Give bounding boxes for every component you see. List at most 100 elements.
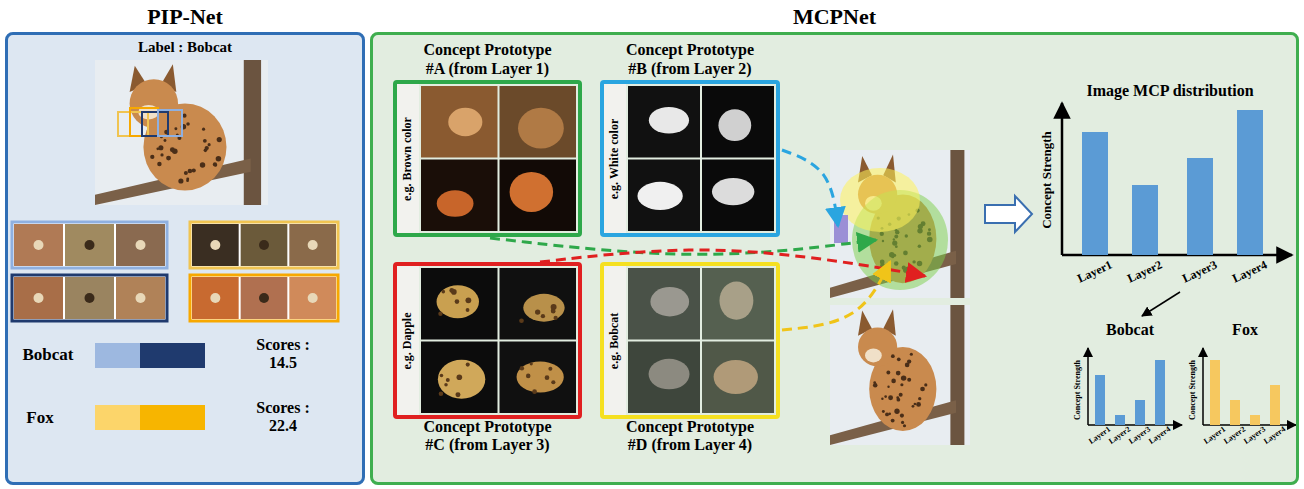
prototype-region — [714, 360, 758, 394]
cat-spot — [900, 414, 904, 418]
prototype-image — [702, 268, 774, 340]
image-patch — [14, 277, 63, 319]
tree-trunk — [950, 150, 964, 298]
prototype-region — [437, 285, 479, 318]
cat-spot — [213, 162, 217, 166]
prototype-spot — [526, 374, 531, 379]
patch-detail — [210, 240, 220, 250]
cat-spot — [214, 163, 217, 166]
chart-bar — [1155, 360, 1165, 425]
panel-ground — [370, 32, 1299, 485]
class-name: Bobcat — [23, 346, 74, 365]
chart-axis — [1061, 103, 1064, 255]
patch-box — [158, 110, 182, 136]
cat-spot — [873, 383, 878, 388]
cat-head — [858, 327, 897, 366]
prototype-region — [437, 190, 474, 216]
cat-spot — [216, 156, 222, 162]
chart-bar — [1250, 415, 1260, 425]
prototype-image — [421, 268, 498, 340]
panel-title: PIP-Net — [8, 4, 362, 29]
prototype-region — [438, 360, 485, 399]
prototype-spot — [465, 297, 471, 303]
cat-spot — [916, 402, 921, 407]
prototype-heading: Concept Prototype #A (from Layer 1) — [417, 41, 559, 78]
prototype-spot — [446, 378, 450, 382]
cat-spot — [184, 171, 188, 175]
chart-title: Bobcat — [1106, 321, 1154, 339]
prototype-spot — [548, 367, 552, 371]
image-patch — [289, 277, 336, 319]
patch-detail — [259, 240, 269, 250]
chart-title: Fox — [1232, 321, 1258, 339]
prototype-spot — [444, 383, 448, 387]
prototype-spot — [532, 389, 537, 394]
prototype-spot — [466, 363, 470, 367]
cat-spot — [924, 383, 927, 386]
prototype-region — [523, 294, 564, 322]
prototype-heading: Concept Prototype #D (from Layer 4) — [619, 418, 761, 455]
label-strip — [397, 266, 419, 415]
chart-bar — [1132, 185, 1158, 255]
prototype-spot — [553, 316, 557, 320]
patch-border — [12, 222, 167, 268]
prototype-image — [628, 342, 700, 414]
prototype-region — [712, 178, 754, 205]
prototype-image — [628, 160, 700, 232]
panel-box: PIP-Net — [5, 32, 365, 485]
prototype-heading: Concept Prototype #C (from Layer 3) — [417, 418, 559, 455]
cat-spot — [920, 387, 925, 392]
prototype-spot — [438, 312, 442, 316]
cat-spot — [912, 405, 915, 408]
cat-spot — [217, 137, 222, 142]
prototype-region — [637, 182, 682, 210]
patch-border — [12, 275, 167, 321]
label-strip — [604, 266, 626, 415]
score-bar — [140, 343, 205, 368]
cat-spot — [208, 143, 211, 146]
cat-spot — [886, 371, 890, 375]
prototype-spot — [466, 308, 470, 312]
prototype-box: Concept Prototype #C (from Layer 3)e.g. … — [393, 262, 582, 419]
cat-spot — [157, 162, 161, 166]
dashed-arrow — [782, 150, 838, 226]
cat-spot — [900, 383, 903, 386]
patch-detail — [34, 240, 44, 250]
photo-background — [830, 305, 970, 445]
cat-spot — [160, 153, 163, 156]
image-patch — [116, 224, 165, 266]
prototype-box: Concept Prototype #A (from Layer 1)e.g. … — [393, 80, 582, 237]
chart-bar — [1187, 158, 1213, 255]
chart-bar — [1095, 375, 1105, 425]
chart-axis — [1087, 348, 1089, 425]
image-patch — [65, 224, 114, 266]
cat-spot — [884, 395, 887, 398]
score-text: Scores : 22.4 — [246, 399, 321, 434]
chart-title: Image MCP distribution — [1086, 82, 1253, 100]
prototype-image — [421, 86, 498, 158]
patch-group — [190, 275, 338, 321]
dashed-arrow — [490, 238, 876, 254]
cat-spot — [899, 393, 903, 397]
prototype-image — [421, 160, 498, 232]
chart-bar — [1210, 360, 1220, 425]
score-bar — [95, 343, 140, 368]
prototype-spot — [440, 374, 444, 378]
pointer-arrow — [1142, 292, 1180, 316]
cat-spot — [178, 178, 183, 183]
tree-trunk — [244, 60, 261, 205]
prototype-region — [510, 172, 554, 212]
prototype-spot — [535, 309, 540, 314]
patch-border — [190, 222, 338, 268]
image-label: Label : Bobcat — [138, 39, 232, 56]
prototype-image — [628, 86, 700, 158]
cat-spot — [882, 410, 885, 413]
cat-spot — [150, 155, 154, 159]
prototype-image — [500, 268, 577, 340]
axis-title: Concept Strength — [1040, 131, 1054, 229]
cat-spot — [901, 375, 906, 380]
patch-group — [190, 222, 338, 268]
prototype-spot — [541, 314, 545, 318]
cat-spot — [203, 139, 207, 143]
cat-spot — [885, 412, 889, 416]
